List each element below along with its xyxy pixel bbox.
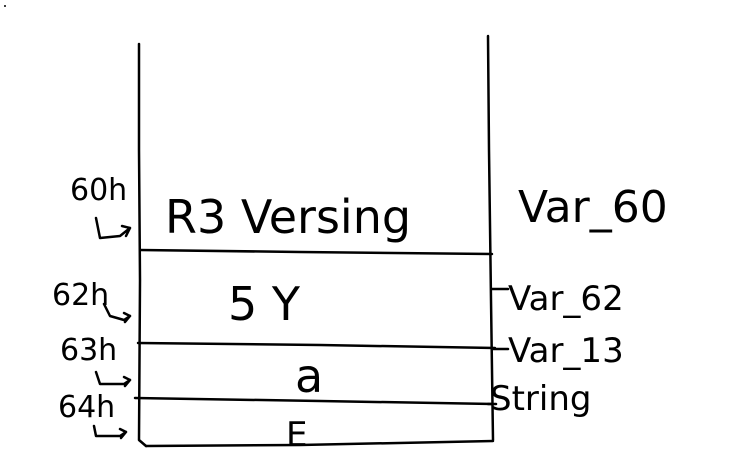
var-label-0: Var_60 (518, 182, 668, 233)
address-label-0: 60h (70, 173, 127, 208)
stack-left-wall (137, 42, 148, 448)
stack-bottom (144, 439, 495, 448)
cell-value-0: R3 Versing (165, 190, 411, 244)
pointer-arrow-0 (94, 216, 132, 240)
cell-value-2: a (295, 349, 323, 403)
pointer-arrow-1 (102, 302, 132, 324)
divider-line-1 (138, 248, 494, 256)
divider-line-3 (133, 396, 495, 406)
address-label-3: 64h (58, 390, 115, 425)
cell-value-3: E (286, 415, 307, 455)
cell-value-1: 5 Y (228, 277, 301, 331)
pointer-arrow-3 (92, 424, 128, 440)
divider-line-2 (136, 341, 497, 350)
address-label-1: 62h (52, 278, 109, 313)
var-label-3: String (490, 379, 591, 419)
stray-dot (4, 5, 6, 7)
stack-right-wall (486, 34, 495, 442)
var-label-2: Var_13 (508, 331, 624, 371)
address-label-2: 63h (60, 333, 117, 368)
pointer-arrow-2 (94, 370, 132, 388)
var-label-1: Var_62 (508, 279, 624, 319)
